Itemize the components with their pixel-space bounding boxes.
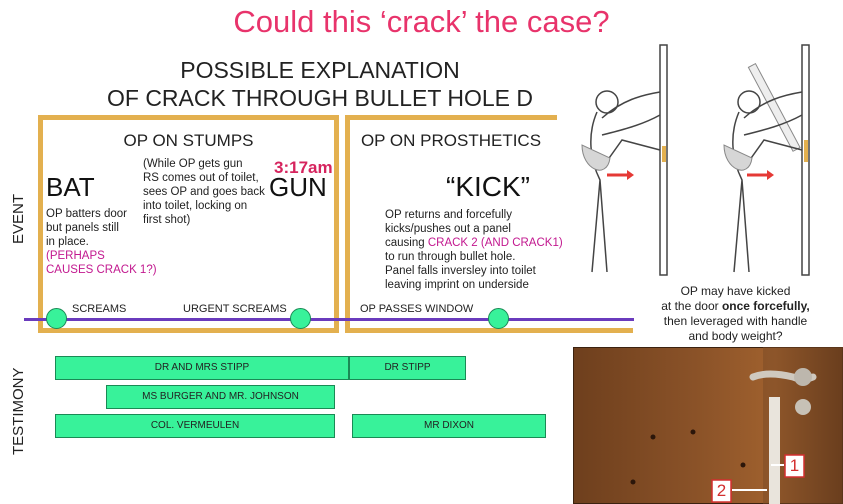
- timeline-node-passes-window: [488, 308, 509, 329]
- event-timeline: [24, 318, 634, 321]
- lock-cylinder: [795, 399, 811, 415]
- kick-illustration: [581, 44, 810, 276]
- event-axis-label: EVENT: [10, 193, 27, 244]
- timeline-label-passes-window: OP PASSES WINDOW: [360, 303, 474, 315]
- figure-left: [590, 90, 661, 273]
- bullet-hole-c: [740, 462, 746, 468]
- photo-marker-2: 2: [716, 481, 727, 500]
- stumps-panel: [38, 115, 339, 333]
- door-panel-falling: [747, 62, 801, 152]
- marker-2-box: [711, 479, 732, 503]
- shorts-right: [723, 144, 753, 171]
- bat-description: OP batters door but panels still in plac…: [46, 208, 157, 276]
- testimony-bar-dixon: MR DIXON: [352, 414, 546, 438]
- bat-label: BAT: [46, 172, 95, 202]
- testimony-bar-vermeulen: COL. VERMEULEN: [55, 414, 335, 438]
- subtitle-line-2: OF CRACK THROUGH BULLET HOLE D: [106, 85, 533, 111]
- door-crack-marker-right: [804, 140, 808, 162]
- marker-1-box: [784, 454, 805, 478]
- bullet-hole-a: [650, 434, 656, 440]
- timeline-label-urgent-screams: URGENT SCREAMS: [183, 303, 287, 315]
- gun-description: (While OP gets gun RS comes out of toile…: [143, 158, 265, 226]
- force-arrowhead-right: [767, 170, 774, 180]
- stumps-heading: OP ON STUMPS: [123, 131, 254, 150]
- subtitle-line-1: POSSIBLE EXPLANATION: [180, 57, 460, 83]
- shorts-left: [581, 144, 611, 171]
- bullet-hole-d: [630, 479, 636, 485]
- force-arrowhead-left: [627, 170, 634, 180]
- bullet-hole-crack-gap: [769, 397, 780, 504]
- testimony-axis-label: TESTIMONY: [10, 367, 27, 455]
- illustration-caption: OP may have kicked at the door once forc…: [661, 284, 810, 343]
- testimony-bar-stipp-couple: DR AND MRS STIPP: [55, 356, 349, 380]
- kick-label: “KICK”: [446, 171, 530, 202]
- timeline-label-screams: SCREAMS: [72, 303, 127, 315]
- kick-description: OP returns and forcefully kicks/pushes o…: [385, 209, 563, 291]
- photo-marker-1: 1: [789, 456, 800, 475]
- testimony-bar-dr-stipp: DR STIPP: [349, 356, 466, 380]
- page-title: Could this ‘crack’ the case?: [233, 4, 610, 39]
- figure-right: [732, 90, 803, 273]
- prosthetics-panel-bottom-extension: [557, 328, 633, 333]
- handle-rose: [794, 368, 812, 386]
- bullet-hole-b: [690, 429, 696, 435]
- door-crack-marker-left: [662, 146, 666, 162]
- prosthetics-panel: [345, 115, 557, 333]
- prosthetics-heading: OP ON PROSTHETICS: [360, 131, 542, 150]
- testimony-bar-burger-johnson: MS BURGER AND MR. JOHNSON: [106, 385, 335, 409]
- timeline-node-urgent-screams: [290, 308, 311, 329]
- diagram-subtitle: POSSIBLE EXPLANATION OF CRACK THROUGH BU…: [60, 56, 580, 112]
- timeline-node-screams: [46, 308, 67, 329]
- gun-label: GUN: [269, 172, 327, 202]
- time-label: 3:17am: [274, 158, 333, 177]
- door-photo: [573, 347, 843, 504]
